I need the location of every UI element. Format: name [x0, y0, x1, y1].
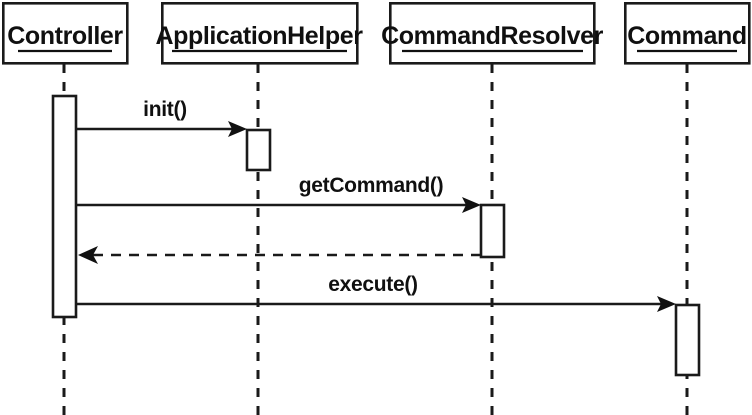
arrowhead-init: [228, 121, 247, 137]
participant-label-controller: Controller: [7, 22, 123, 50]
participant-label-command: Command: [627, 22, 746, 50]
message-label-execute: execute(): [328, 273, 418, 296]
participant-box-command-resolver[interactable]: [388, 1, 596, 65]
participant-label-command-resolver: CommandResolver: [381, 22, 604, 50]
activation-bar-command-resolver: [479, 203, 506, 259]
message-return[interactable]: [78, 246, 481, 264]
activation-bar-command: [674, 303, 701, 377]
message-label-get-command: getCommand(): [299, 174, 444, 197]
participant-box-application-helper[interactable]: [161, 1, 359, 65]
participant-label-application-helper: ApplicationHelper: [155, 22, 363, 50]
participant-command-resolver[interactable]: CommandResolver: [381, 1, 604, 65]
message-get-command[interactable]: getCommand(): [76, 174, 481, 213]
message-init[interactable]: init(): [76, 98, 247, 137]
messages-layer: init() getCommand() execute(): [76, 98, 676, 312]
arrowhead-execute: [657, 296, 676, 312]
participant-box-controller[interactable]: [1, 1, 129, 65]
participant-command[interactable]: Command: [623, 1, 751, 65]
participant-box-command[interactable]: [623, 1, 751, 65]
arrowhead-get-command: [462, 197, 481, 213]
participant-controller[interactable]: Controller: [1, 1, 129, 65]
participant-headers: Controller ApplicationHelper CommandReso…: [1, 1, 751, 65]
activation-bar-controller: [51, 94, 78, 319]
arrowhead-return: [78, 246, 98, 264]
participant-application-helper[interactable]: ApplicationHelper: [155, 1, 364, 65]
activation-bars-layer: [51, 94, 701, 377]
message-execute[interactable]: execute(): [76, 273, 676, 312]
message-label-init: init(): [143, 98, 187, 121]
activation-bar-application-helper: [245, 128, 272, 172]
